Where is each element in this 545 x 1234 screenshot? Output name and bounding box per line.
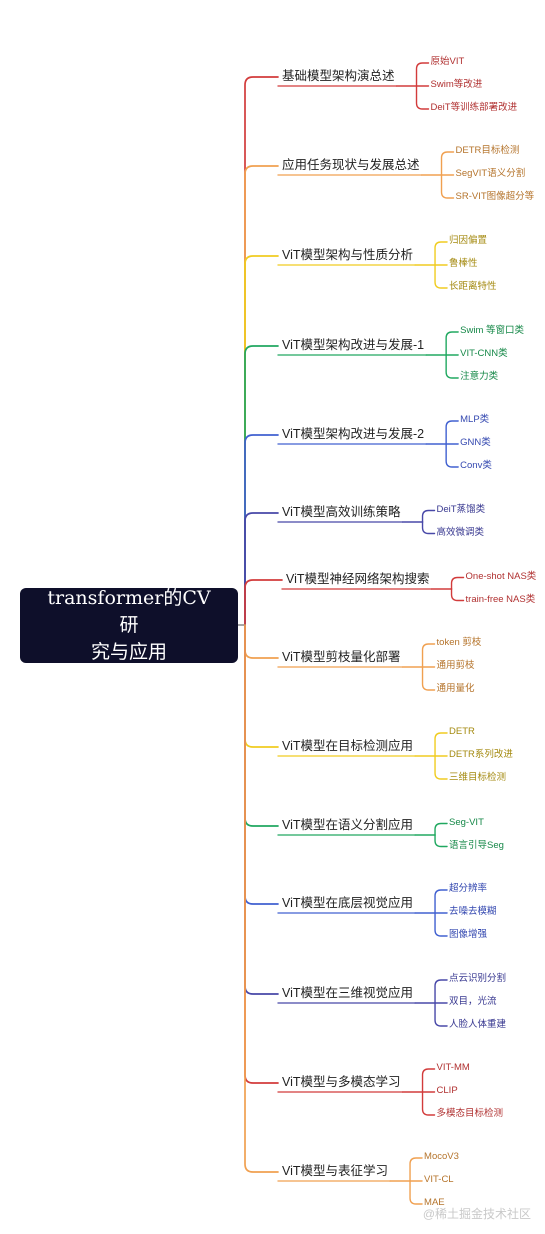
branch-label: 应用任务现状与发展总述 bbox=[282, 158, 420, 172]
leaf-node: 高效微调类 bbox=[436, 526, 485, 538]
leaf-node: 归因偏置 bbox=[449, 235, 488, 246]
leaf-node: 图像增强 bbox=[449, 929, 488, 940]
branch-label: ViT模型在底层视觉应用 bbox=[282, 896, 414, 910]
leaf-node: One-shot NAS类 bbox=[465, 570, 537, 582]
branch-label: ViT模型与表征学习 bbox=[282, 1164, 389, 1178]
leaf-node: SR-VIT图像超分等 bbox=[455, 191, 535, 202]
branch-label: ViT模型在三维视觉应用 bbox=[282, 986, 414, 1000]
leaf-node: 点云识别分割 bbox=[449, 973, 507, 984]
leaf-node: VIT-CNN类 bbox=[460, 348, 508, 359]
branch-label: ViT模型高效训练策略 bbox=[282, 505, 401, 519]
root-node: transformer的CV研 究与应用 bbox=[20, 587, 238, 663]
branch-label: ViT模型在目标检测应用 bbox=[282, 739, 414, 753]
branch-label: ViT模型架构改进与发展-2 bbox=[282, 427, 425, 441]
branch-label: ViT模型与多模态学习 bbox=[282, 1075, 401, 1089]
leaf-node: DeiT蒸馏类 bbox=[436, 503, 486, 515]
leaf-node: MLP类 bbox=[460, 414, 490, 425]
leaf-node: SegVIT语义分割 bbox=[455, 168, 526, 179]
leaf-node: Swim 等窗口类 bbox=[460, 325, 525, 336]
leaf-node: DETR bbox=[449, 726, 475, 737]
leaf-node: 鲁棒性 bbox=[449, 258, 478, 269]
leaf-node: 双目，光流 bbox=[449, 996, 497, 1007]
branch-label: ViT模型神经网络架构搜索 bbox=[286, 572, 430, 586]
leaf-node: 人脸人体重建 bbox=[449, 1019, 507, 1030]
watermark: @稀土掘金技术社区 bbox=[422, 1207, 531, 1221]
leaf-node: 原始VIT bbox=[430, 56, 465, 67]
leaf-node: Swim等改进 bbox=[430, 79, 483, 90]
leaf-node: MAE bbox=[424, 1197, 445, 1208]
leaf-node: train-free NAS类 bbox=[465, 593, 536, 605]
root-label-line1: transformer的CV研 bbox=[47, 587, 211, 636]
branch-label: ViT模型剪枝量化部署 bbox=[282, 650, 401, 664]
leaf-node: VIT-MM bbox=[436, 1062, 470, 1073]
leaf-node: token 剪枝 bbox=[436, 637, 482, 648]
leaf-node: 通用量化 bbox=[436, 683, 475, 694]
leaf-node: VIT-CL bbox=[424, 1174, 454, 1185]
leaf-node: 多模态目标检测 bbox=[436, 1108, 504, 1119]
leaf-node: 长距离特性 bbox=[449, 281, 497, 292]
leaf-node: GNN类 bbox=[460, 437, 491, 448]
leaf-node: Seg-VIT bbox=[449, 816, 484, 828]
leaf-node: MocoV3 bbox=[424, 1151, 459, 1162]
leaf-node: DETR目标检测 bbox=[455, 145, 520, 156]
leaf-node: CLIP bbox=[436, 1085, 458, 1096]
branch-label: 基础模型架构演总述 bbox=[282, 69, 395, 83]
leaf-node: Conv类 bbox=[460, 460, 492, 471]
leaf-node: 三维目标检测 bbox=[449, 772, 507, 783]
leaf-node: 去噪去模糊 bbox=[449, 906, 497, 917]
branch-label: ViT模型架构与性质分析 bbox=[282, 248, 414, 262]
branch-label: ViT模型在语义分割应用 bbox=[282, 818, 414, 832]
leaf-node: 注意力类 bbox=[460, 371, 499, 382]
leaf-node: DeiT等训练部署改进 bbox=[430, 102, 518, 113]
leaf-node: 超分辨率 bbox=[449, 883, 488, 894]
leaf-node: 语言引导Seg bbox=[449, 839, 504, 851]
leaf-node: DETR系列改进 bbox=[449, 749, 513, 760]
root-label-line2: 究与应用 bbox=[90, 641, 167, 663]
leaf-node: 通用剪枝 bbox=[436, 660, 475, 671]
branch-label: ViT模型架构改进与发展-1 bbox=[282, 338, 425, 352]
